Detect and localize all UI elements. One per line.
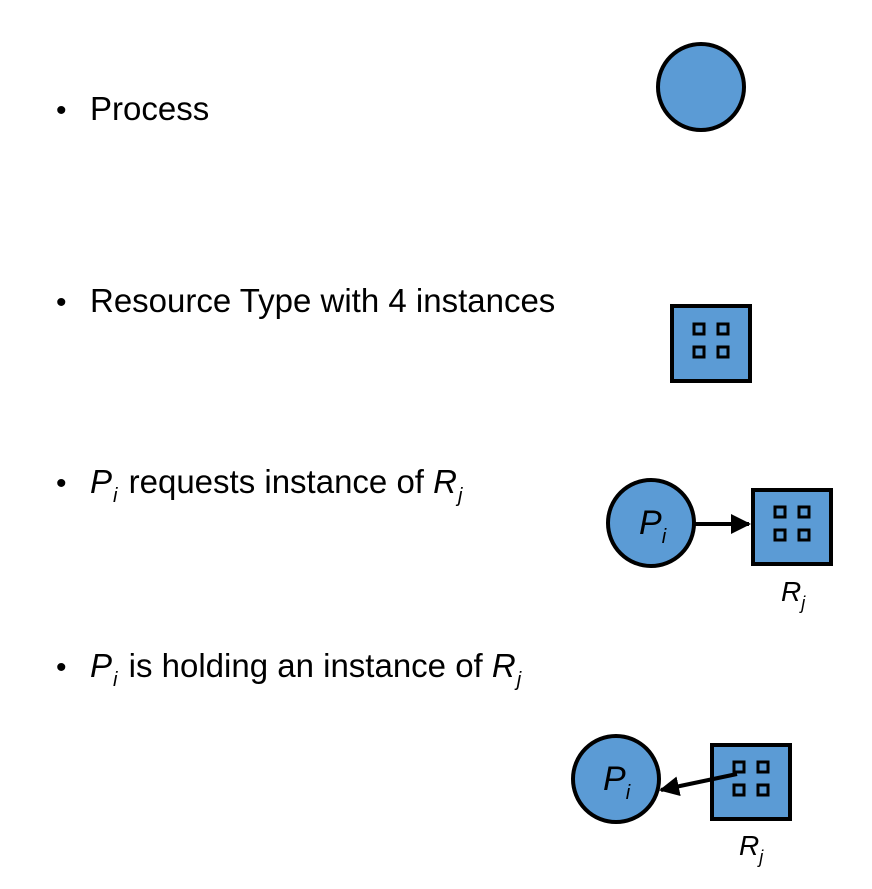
- bullet-dot: •: [56, 286, 67, 319]
- bullet-resource-type: • Resource Type with 4 instances: [56, 281, 555, 323]
- instance-dot: [773, 505, 787, 519]
- process-sub: i: [662, 526, 667, 548]
- process-subscript: i: [113, 485, 118, 507]
- instance-dot: [756, 760, 770, 774]
- bullet-holding: • Pi is holding an instance of Rj: [56, 646, 523, 691]
- resource-type-glyph: [670, 304, 752, 383]
- resource-letter: R: [781, 576, 801, 607]
- instance-dot: [797, 528, 811, 542]
- process-symbol: P: [90, 647, 113, 684]
- resource-label: Rj: [781, 576, 806, 613]
- resource-square: [751, 488, 833, 566]
- resource-letter: R: [739, 830, 759, 861]
- resource-subscript: j: [516, 669, 522, 691]
- bullet-dot: •: [56, 467, 67, 500]
- resource-square: [710, 743, 792, 821]
- resource-sub: j: [756, 847, 764, 867]
- instance-dot: [692, 345, 706, 359]
- process-circle: [571, 734, 661, 824]
- bullet-text-holding: is holding an instance of: [119, 647, 492, 684]
- instance-dot: [716, 345, 730, 359]
- instance-dot: [732, 760, 746, 774]
- request-edge-glyph: Pi Rj: [606, 478, 833, 613]
- process-symbol: P: [90, 463, 113, 500]
- process-glyph: [656, 42, 746, 132]
- process-label: Pi: [603, 760, 631, 804]
- process-letter: P: [639, 504, 662, 542]
- resource-symbol: R: [491, 647, 516, 684]
- process-letter: P: [603, 760, 626, 798]
- instance-dot: [773, 528, 787, 542]
- resource-square: [670, 304, 752, 383]
- instance-dot: [692, 322, 706, 336]
- process-subscript: i: [113, 669, 118, 691]
- instance-dot: [716, 322, 730, 336]
- resource-label: Rj: [739, 830, 764, 867]
- bullet-text-process: Process: [90, 90, 210, 127]
- bullet-process: • Process: [56, 89, 209, 131]
- bullet-dot: •: [56, 94, 67, 127]
- assignment-arrow: [659, 772, 738, 797]
- instance-dot: [797, 505, 811, 519]
- resource-sub: j: [798, 593, 806, 613]
- bullet-dot: •: [56, 651, 67, 684]
- resource-symbol: R: [433, 463, 457, 500]
- bullet-request: • Pi requests instance of Rj: [56, 462, 464, 507]
- bullet-text-request: requests instance of: [119, 463, 434, 500]
- resource-subscript: j: [458, 485, 463, 507]
- process-label: Pi: [639, 504, 667, 548]
- assignment-edge-glyph: Pi Rj: [571, 734, 792, 867]
- instance-dot: [756, 783, 770, 797]
- bullet-text-resource: Resource Type with 4 instances: [90, 282, 556, 319]
- instance-dot: [732, 783, 746, 797]
- process-circle: [656, 42, 746, 132]
- process-sub: i: [626, 782, 631, 804]
